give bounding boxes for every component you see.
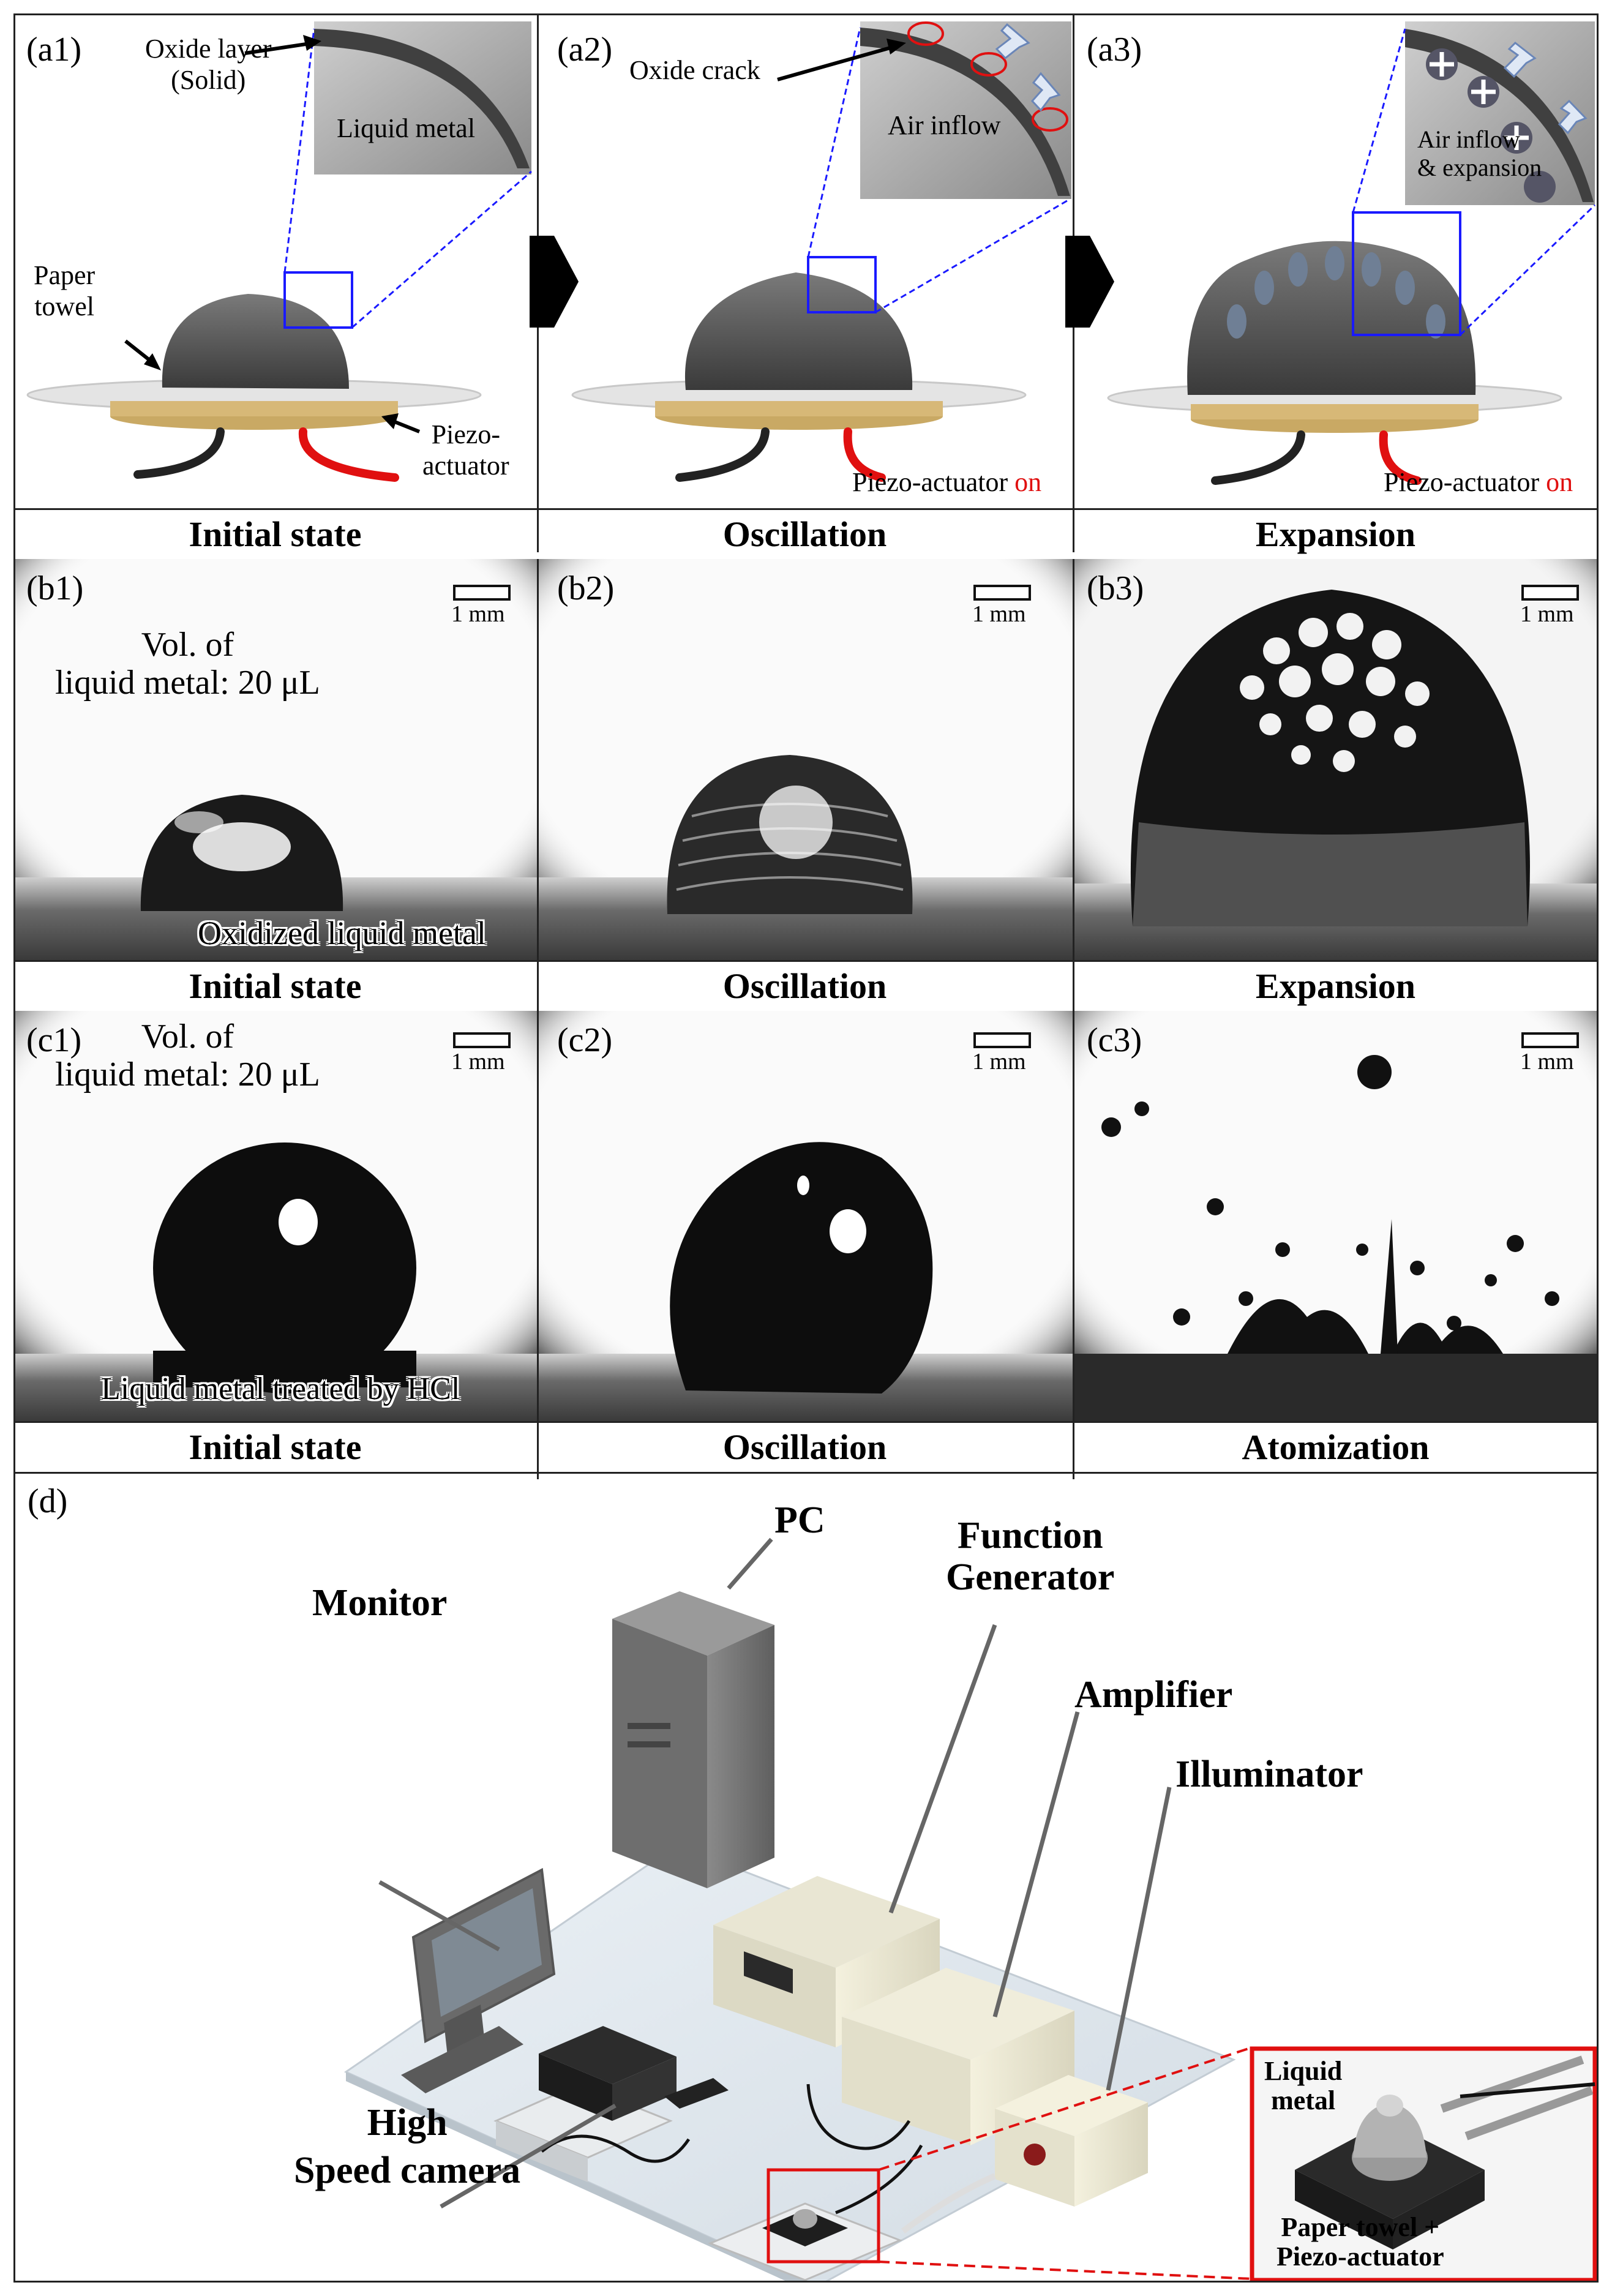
label-function-generator: Function Generator <box>946 1515 1115 1599</box>
transition-arrow-2 <box>1065 236 1114 328</box>
panel-c2: (c2) 1 mm <box>539 1011 1073 1421</box>
label-inset-liquid-metal: Liquid metal <box>1264 2056 1343 2116</box>
label-oxide-layer: Oxide layer (Solid) <box>145 34 272 95</box>
divider-c1-c2 <box>537 1011 539 1479</box>
piezo-on-status: on <box>1014 467 1042 497</box>
piezo-on-text: Piezo-actuator <box>852 467 1008 497</box>
panel-tag-c3: (c3) <box>1087 1021 1142 1059</box>
scale-label-b3: 1 mm <box>1520 601 1574 627</box>
panel-tag-a2: (a2) <box>557 31 613 69</box>
scale-label-b2: 1 mm <box>972 601 1026 627</box>
scale-label-c3: 1 mm <box>1520 1049 1574 1075</box>
panel-tag-d: (d) <box>28 1482 68 1520</box>
setup-illustration <box>343 1537 1597 2281</box>
overlay-hcl: Liquid metal treated by HCl <box>101 1371 460 1406</box>
panel-tag-b2: (b2) <box>557 569 615 607</box>
label-pc: PC <box>774 1499 825 1541</box>
caption-b3: Expansion <box>1255 966 1416 1006</box>
label-monitor: Monitor <box>312 1582 448 1624</box>
divider-b2-b3 <box>1073 559 1074 1018</box>
label-illuminator: Illuminator <box>1175 1754 1363 1795</box>
panel-c3: (c3) 1 mm <box>1074 1011 1597 1421</box>
panel-b2: (b2) 1 mm <box>539 559 1073 960</box>
photo-c2 <box>539 1011 1073 1421</box>
volume-note-b1: Vol. of liquid metal: 20 μL <box>55 626 320 702</box>
panel-tag-c2: (c2) <box>557 1021 613 1059</box>
caption-a1: Initial state <box>189 514 362 554</box>
caption-c2: Oscillation <box>722 1427 887 1467</box>
figure-frame <box>13 13 1599 2283</box>
droplet-expansion-illustration <box>1107 21 1596 485</box>
photo-c1 <box>15 1011 537 1421</box>
divider-c2-c3 <box>1073 1011 1074 1479</box>
caption-a3: Expansion <box>1255 514 1416 554</box>
droplet-initial-illustration <box>26 21 532 482</box>
photo-b1 <box>15 559 537 960</box>
label-paper-towel: Paper towel <box>34 260 96 321</box>
label-amplifier: Amplifier <box>1074 1674 1233 1716</box>
panel-c1: (c1) 1 mm Vol. of liquid metal: 20 μL Li… <box>15 1011 537 1421</box>
scale-label-b1: 1 mm <box>451 601 505 627</box>
scale-bar-b2 <box>973 585 1031 601</box>
photo-b2 <box>539 559 1073 960</box>
caption-row-c: Initial state Oscillation Atomization <box>13 1421 1599 1474</box>
scale-bar-c3 <box>1521 1032 1579 1048</box>
caption-row-b: Initial state Oscillation Expansion <box>13 960 1599 1013</box>
scale-label-c2: 1 mm <box>972 1049 1026 1075</box>
label-oxide-crack: Oxide crack <box>629 55 760 85</box>
panel-d: (d) PC Function Generator Monitor Amplif… <box>15 1472 1597 2281</box>
droplet-oscillation-illustration <box>571 21 1071 482</box>
piezo-on-status-a3: on <box>1546 467 1573 497</box>
scale-label-c1: 1 mm <box>451 1049 505 1075</box>
transition-arrow-1 <box>530 236 579 328</box>
caption-c1: Initial state <box>189 1427 362 1467</box>
label-air-inflow: Air inflow <box>888 110 1001 140</box>
panel-a2: (a2) Oxide crack Air inflow Piezo-actuat… <box>539 15 1073 508</box>
caption-c3: Atomization <box>1242 1427 1430 1467</box>
label-high-speed-camera: High Speed camera <box>294 2102 521 2191</box>
panel-tag-b3: (b3) <box>1087 569 1144 607</box>
scale-bar-c2 <box>973 1032 1031 1048</box>
panel-tag-c1: (c1) <box>26 1021 82 1059</box>
caption-b2: Oscillation <box>722 966 887 1006</box>
panel-a3: (a3) Air inflow & expansion Piezo-actuat… <box>1074 15 1597 508</box>
panel-b1: (b1) 1 mm Vol. of liquid metal: 20 μL Ox… <box>15 559 537 960</box>
panel-tag-a3: (a3) <box>1087 31 1142 69</box>
scale-bar-b1 <box>453 585 511 601</box>
label-piezo-actuator: Piezo- actuator <box>422 419 509 481</box>
caption-b1: Initial state <box>189 966 362 1006</box>
divider-b1-b2 <box>537 559 539 1018</box>
caption-a2: Oscillation <box>722 514 887 554</box>
label-piezo-on: Piezo-actuator on <box>852 467 1041 498</box>
scale-bar-b3 <box>1521 585 1579 601</box>
photo-b3 <box>1074 559 1597 960</box>
label-air-inflow-expansion: Air inflow & expansion <box>1417 126 1542 181</box>
label-inset-paper-towel: Paper towel + Piezo-actuator <box>1276 2212 1444 2272</box>
volume-note-c1: Vol. of liquid metal: 20 μL <box>55 1018 320 1094</box>
caption-row-a: Initial state Oscillation Expansion <box>13 508 1599 561</box>
photo-c3 <box>1074 1011 1597 1421</box>
scale-bar-c1 <box>453 1032 511 1048</box>
panel-tag-a1: (a1) <box>26 31 82 69</box>
panel-b3: (b3) 1 mm <box>1074 559 1597 960</box>
piezo-on-text-a3: Piezo-actuator <box>1384 467 1540 497</box>
panel-tag-b1: (b1) <box>26 569 84 607</box>
label-piezo-on-a3: Piezo-actuator on <box>1384 467 1573 498</box>
label-liquid-metal: Liquid metal <box>337 113 476 143</box>
panel-a1: (a1) Oxide layer <box>15 15 537 508</box>
overlay-oxidized: Oxidized liquid metal <box>198 915 486 951</box>
